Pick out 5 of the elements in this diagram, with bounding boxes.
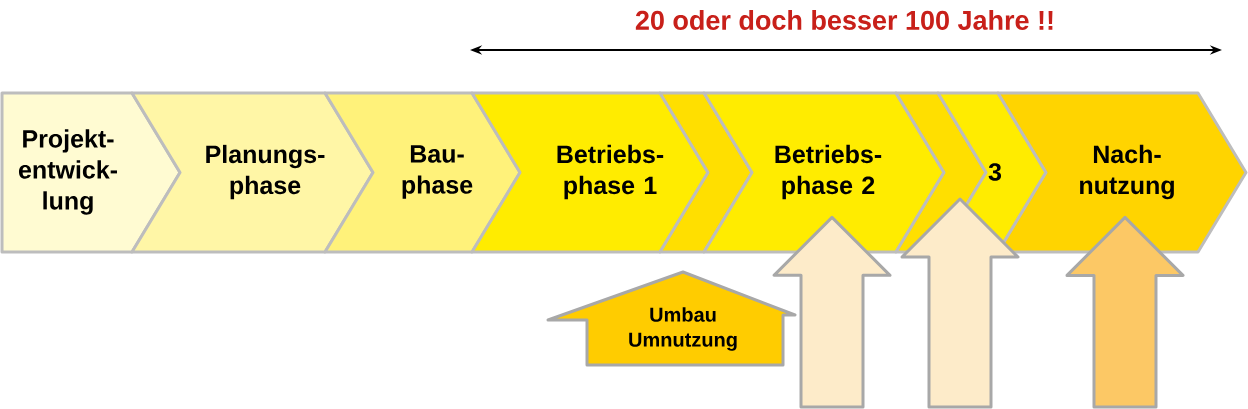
process-step: Planungs- phase [130, 91, 375, 254]
block-arrow [772, 215, 892, 409]
title: 20 oder doch besser 100 Jahre !! [635, 10, 1053, 30]
block-arrow [1065, 215, 1185, 409]
block-arrow [900, 197, 1020, 409]
